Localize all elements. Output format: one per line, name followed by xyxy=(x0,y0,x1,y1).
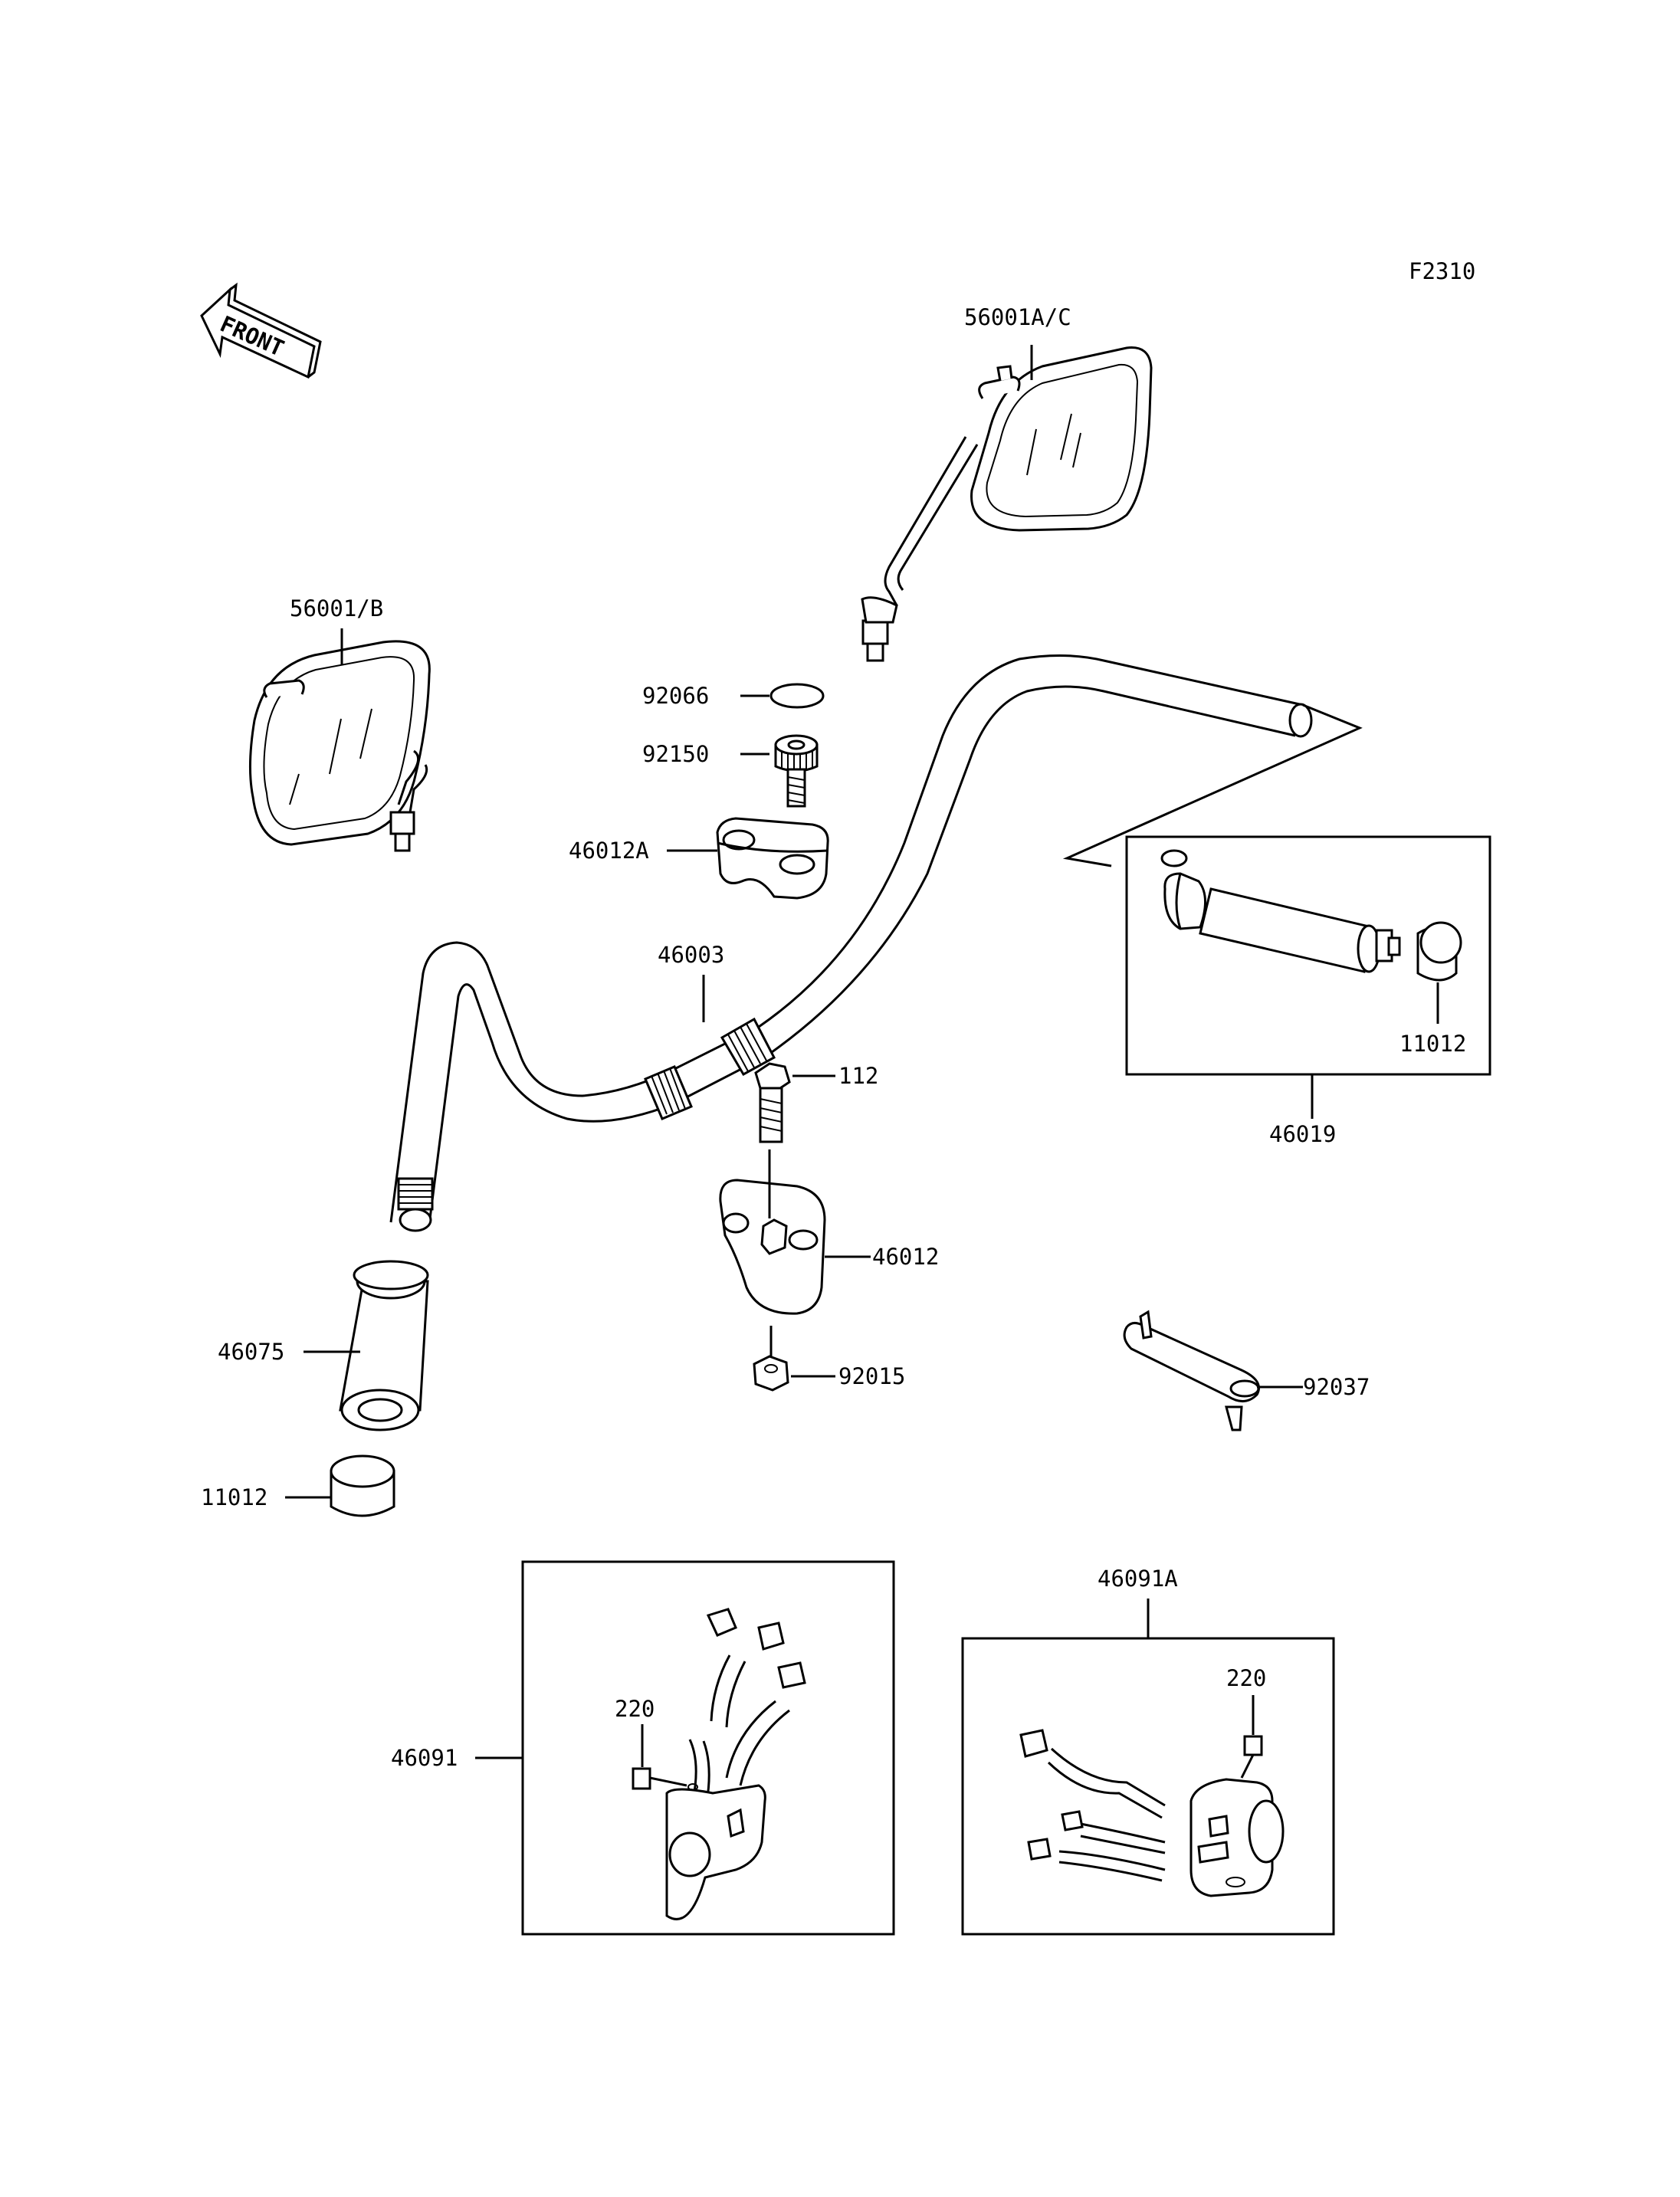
right-switch-box xyxy=(961,1637,1335,1936)
label-weight-left: 11012 xyxy=(201,1484,267,1510)
right-switch-housing-part xyxy=(1019,1729,1285,1897)
label-key: 92037 xyxy=(1303,1374,1370,1400)
label-handlebar: 46003 xyxy=(658,942,724,968)
label-nut: 92015 xyxy=(838,1363,905,1389)
label-weight-right: 11012 xyxy=(1399,1031,1466,1057)
label-screw-right: 220 xyxy=(1226,1665,1266,1691)
right-screw-part xyxy=(1240,1735,1263,1779)
hex-bolt-part xyxy=(754,1062,791,1143)
front-arrow-icon: FRONT xyxy=(200,282,322,379)
upper-holder-part xyxy=(716,817,829,900)
handlebar-part xyxy=(389,654,1313,1232)
label-switch-left: 46091 xyxy=(391,1745,458,1771)
nut-part xyxy=(753,1326,789,1392)
label-holder-upper: 46012A xyxy=(569,838,649,864)
left-mirror xyxy=(248,640,431,852)
label-mirror-left: 56001/B xyxy=(290,595,383,621)
key-part xyxy=(1123,1310,1260,1431)
left-switch-housing-part xyxy=(665,1608,806,1920)
right-mirror xyxy=(861,346,1153,662)
label-grip-right-assy: 46019 xyxy=(1269,1121,1336,1147)
label-bolt-top: 92150 xyxy=(642,741,709,767)
label-screw-left: 220 xyxy=(615,1696,655,1722)
label-mirror-right: 56001A/C xyxy=(964,304,1071,330)
left-screw-part xyxy=(632,1767,698,1791)
cap-part xyxy=(769,683,825,709)
left-grip-part xyxy=(339,1260,429,1431)
bar-end-weight-left-part xyxy=(330,1454,395,1517)
label-bolt: 112 xyxy=(838,1063,878,1089)
label-switch-right: 46091A xyxy=(1098,1566,1178,1592)
throttle-grip-part xyxy=(1160,849,1401,973)
label-holder: 46012 xyxy=(872,1244,939,1270)
allen-bolt-part xyxy=(774,734,819,808)
figure-code: F2310 xyxy=(1409,258,1475,284)
bar-end-weight-right-part xyxy=(1416,921,1462,982)
left-switch-box xyxy=(521,1560,895,1936)
lower-holder-part xyxy=(719,1149,826,1315)
label-cap: 92066 xyxy=(642,683,709,709)
right-grip-box xyxy=(1125,835,1491,1076)
label-grip-left: 46075 xyxy=(218,1339,284,1365)
